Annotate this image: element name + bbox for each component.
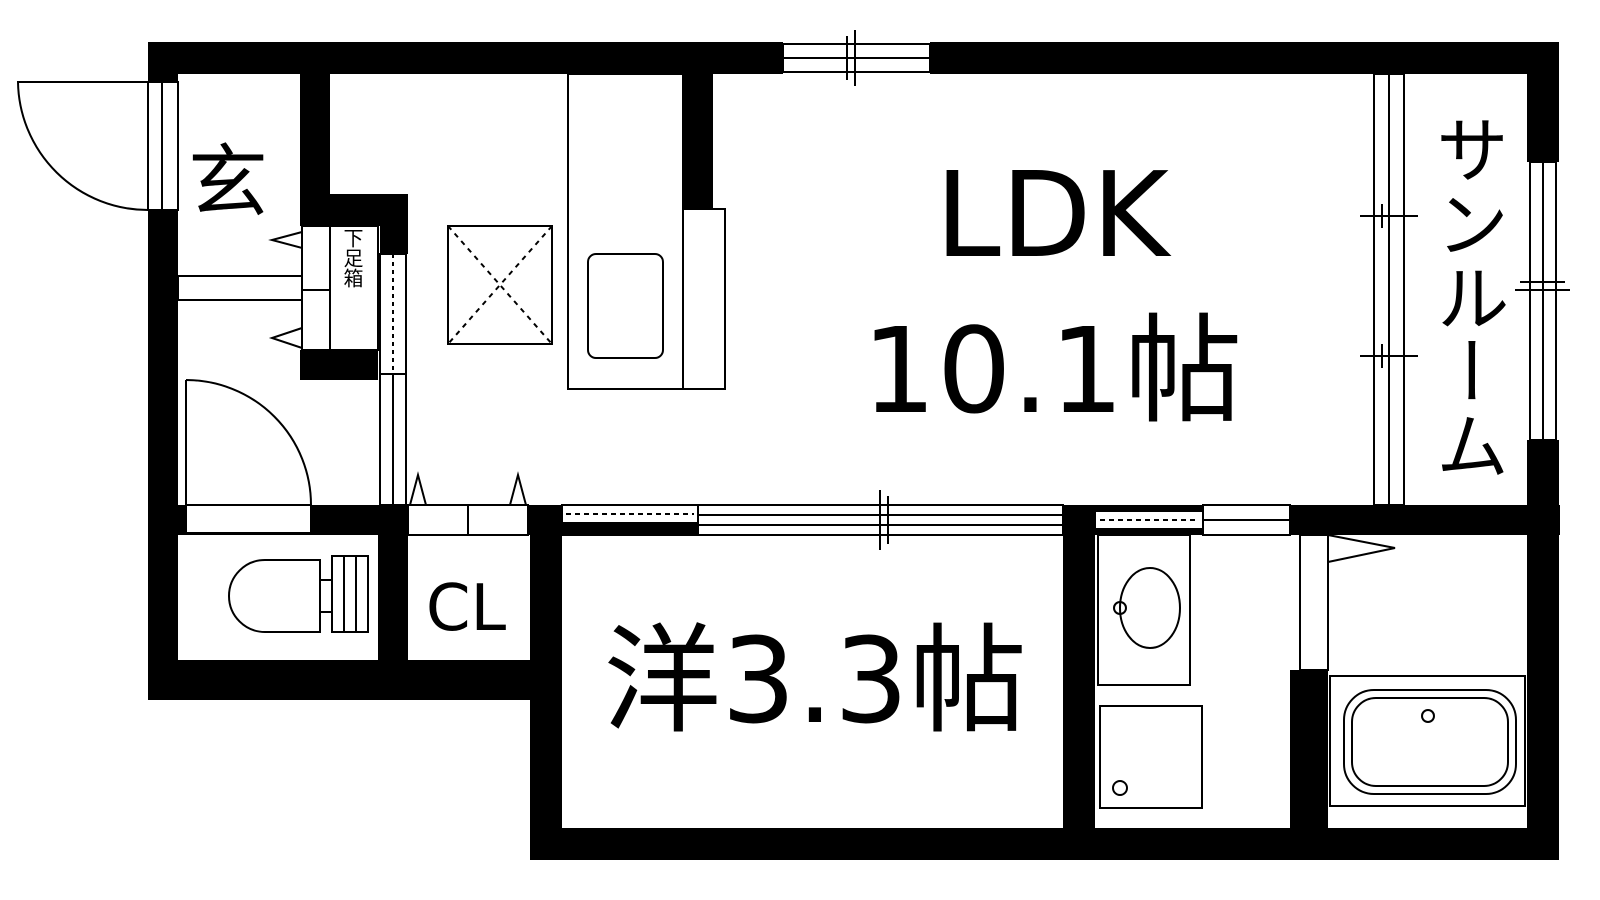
sunroom-partition [1360,73,1418,506]
closet-label: CL [426,572,507,646]
washroom-door [1094,504,1291,536]
sunroom-label: サンルーム [1423,112,1509,482]
wall-bottom-left [148,660,546,700]
toilet [228,555,369,633]
wall-cl-right [530,535,562,665]
wall-mid-cl [378,535,408,665]
wall-kitchen-column [683,74,713,209]
wall-sun-top [1370,505,1560,535]
wall-shoebox-bottom [300,350,378,380]
ldk-name-label: LDK [935,146,1172,284]
hall-sliding-door [379,253,407,506]
entrance-label: 玄 [188,136,268,229]
bathroom-door [1299,533,1396,671]
wall-right-lower [1527,440,1559,860]
wall-top-right [930,42,1557,74]
bathtub [1329,675,1526,807]
entrance-door [16,81,179,211]
ldk-size-label: 10.1帖 [862,302,1243,440]
washing-machine [1099,705,1203,809]
entrance-step [177,275,303,301]
kitchen-counter [567,73,726,390]
wall-shoebox-side [380,194,408,254]
wall-right [1527,42,1559,162]
wall-left [148,210,178,700]
shoe-box [268,225,379,351]
wall-bottom [530,828,1559,860]
western-room-label: 洋3.3帖 [603,612,1027,750]
ldk-western-sliding-door [561,490,1064,550]
washbasin [1097,534,1191,686]
toilet-door [185,379,312,534]
wall-bath-left [1290,670,1328,860]
wall-entrance-right [300,74,330,194]
shoe-box-label: 下足箱 [340,228,364,288]
fridge-space [447,225,553,345]
wall-top-left [148,42,783,74]
wall-washroom-left [1063,505,1095,860]
wall-left-upper [148,42,178,82]
svg-text:下足箱: 下足箱 [340,228,364,288]
closet-doors [407,471,529,536]
windows [782,30,1570,441]
